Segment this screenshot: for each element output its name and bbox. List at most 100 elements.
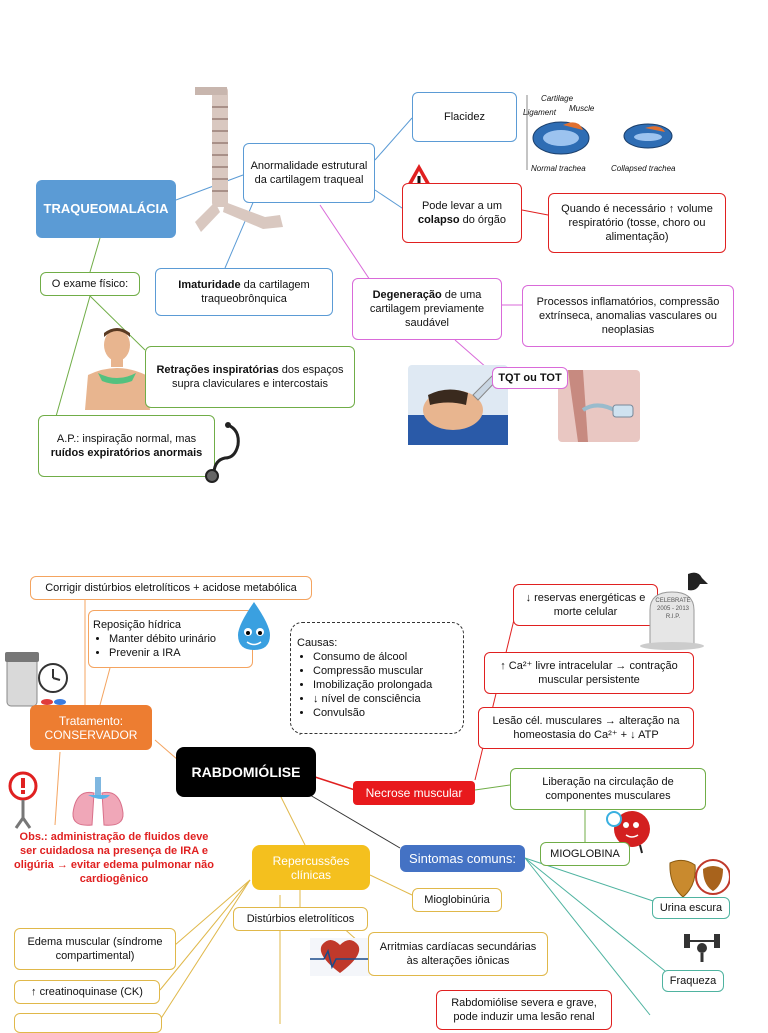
edema-text: Edema muscular (síndrome compartimental) [27,936,163,962]
stethoscope-icon [205,422,240,483]
exame-fisico-text: O exame físico: [51,278,129,290]
corrigir-node: Corrigir distúrbios eletrolíticos + acid… [30,576,312,600]
reposicao-node: Reposição hídrica Manter débito urinário… [88,610,253,668]
colapso-pre: Pode levar a um [421,200,503,212]
causa-item: Consumo de álcool [313,650,432,664]
tqt-text: TQT ou TOT [498,372,562,384]
colapso-bold: colapso [417,214,460,226]
weakness-icon [684,934,720,962]
degeneracao-node: Degeneração de uma cartilagem previament… [352,278,502,340]
tracheostomy-icon [568,370,634,442]
reposicao-list: Manter débito urinário Prevenir a IRA [93,632,216,660]
ca-livre-text: ↑ Ca²⁺ livre intracelular → contração mu… [500,660,678,686]
imaturidade-rest: da cartilagem traqueobrônquica [201,279,310,305]
tqt-node: TQT ou TOT [492,367,568,389]
reposicao-item: Manter débito urinário [109,632,216,646]
imaturidade-bold: Imaturidade [178,279,241,291]
ap-node: A.P.: inspiração normal, mas ruídos expi… [38,415,215,477]
degeneracao-text: Degeneração de uma cartilagem previament… [357,288,497,330]
flacidez-text: Flacidez [444,111,485,123]
causas-list: Consumo de álcool Compressão muscular Im… [297,650,432,720]
mioglobinuria-node: Mioglobinúria [412,888,502,912]
fraqueza-text: Fraqueza [669,975,717,987]
volume-node: Quando é necessário ↑ volume respiratóri… [548,193,726,253]
ck-node: ↑ creatinoquinase (CK) [14,980,160,1004]
trachea-cross-section-image: Cartilage Muscle Ligament Normal trachea… [523,90,693,175]
liberacao-text: Liberação na circulação de componentes m… [542,776,674,802]
processos-node: Processos inflamatórios, compressão extr… [522,285,734,347]
imaturidade-node: Imaturidade da cartilagem traqueobrônqui… [155,268,333,316]
ap-text: A.P.: inspiração normal, mas ruídos expi… [43,432,210,460]
liberacao-node: Liberação na circulação de componentes m… [510,768,706,810]
ck-text: ↑ creatinoquinase (CK) [31,986,143,998]
sintomas-node: Sintomas comuns: [400,845,525,872]
ca-livre-node: ↑ Ca²⁺ livre intracelular → contração mu… [484,652,694,694]
tratamento-node: Tratamento: CONSERVADOR [30,705,152,750]
tombstone-text: CELEBRATE 2005 - 2013 R.I.P. [655,598,691,620]
necrose-text: Necrose muscular [365,786,463,800]
reposicao-title: Reposição hídrica [93,619,182,631]
alert-figure-icon [8,771,38,829]
patient-illustration [85,328,150,410]
collapsed-trachea-label: Collapsed trachea [611,164,676,173]
trachea-illustration [195,87,283,232]
colapso-node: Pode levar a um colapso do órgão [402,183,522,243]
normal-trachea-label: Normal trachea [531,164,586,173]
rabdomiolise-title: RABDOMIÓLISE [191,764,301,780]
rabdomiolise-node: RABDOMIÓLISE [176,747,316,797]
severa-text: Rabdomiólise severa e grave, pode induzi… [451,997,597,1023]
arritmias-text: Arritmias cardíacas secundárias às alter… [379,941,537,967]
retracoes-text: Retrações inspiratórias dos espaços supr… [150,363,350,391]
exame-fisico-node: O exame físico: [40,272,140,296]
tracheostomy-image [558,370,640,442]
repercussoes-text: Repercussões clínicas [272,853,350,882]
flacidez-node: Flacidez [412,92,517,142]
obs-text: Obs.: administração de fluidos deve ser … [14,831,214,885]
anormalidade-text: Anormalidade estrutural da cartilagem tr… [250,160,368,186]
disturbios-text: Distúrbios eletrolíticos [246,913,355,925]
tratamento-text: Tratamento: CONSERVADOR [44,713,138,742]
anormalidade-node: Anormalidade estrutural da cartilagem tr… [243,143,375,203]
degeneracao-bold: Degeneração [372,289,442,301]
causa-item: Imobilização prolongada [313,678,432,692]
degeneracao-rest: de uma cartilagem previamente saudável [369,289,485,329]
necrose-node: Necrose muscular [353,781,475,805]
fraqueza-node: Fraqueza [662,970,724,992]
causas-node: Causas: Consumo de álcool Compressão mus… [290,622,464,734]
mioglobinuria-text: Mioglobinúria [424,894,490,906]
traqueomalacia-node: TRAQUEOMALÁCIA [36,180,176,238]
urina-node: Urina escura [652,897,730,919]
retracoes-rest: dos espaços supra claviculares e interco… [172,364,344,390]
muscle-label: Muscle [569,104,595,113]
colapso-text: Pode levar a um colapso do órgão [407,199,517,227]
colapso-post: do órgão [459,214,507,226]
causa-item: Convulsão [313,706,432,720]
corrigir-text: Corrigir distúrbios eletrolíticos + acid… [45,582,297,594]
processos-text: Processos inflamatórios, compressão extr… [536,296,720,336]
water-drop-icon [238,602,270,650]
causas-title: Causas: [297,637,338,649]
cartilage-label: Cartilage [541,94,574,103]
myoglobin-mascot-icon [606,811,650,854]
urina-text: Urina escura [659,902,723,914]
reposicao-item: Prevenir a IRA [109,646,216,660]
ap-pre: A.P.: inspiração normal, mas [56,433,197,445]
edema-node: Edema muscular (síndrome compartimental) [14,928,176,970]
lesao-node: Lesão cél. musculares → alteração na hom… [478,707,694,749]
reservas-node: ↓ reservas energéticas e morte celular [513,584,658,626]
imaturidade-text: Imaturidade da cartilagem traqueobrônqui… [160,278,328,306]
intubation-photo [408,365,508,445]
reservas-text: ↓ reservas energéticas e morte celular [525,592,646,618]
tombstone-icon [640,572,708,650]
arritmias-node: Arritmias cardíacas secundárias às alter… [368,932,548,976]
retracoes-node: Retrações inspiratórias dos espaços supr… [145,346,355,408]
retracoes-bold: Retrações inspiratórias [156,364,279,376]
volume-text: Quando é necessário ↑ volume respiratóri… [561,203,713,243]
sintomas-text: Sintomas comuns: [409,850,516,866]
lungs-icon [72,777,124,826]
trachea-rings-icon [526,95,673,170]
repercussoes-node: Repercussões clínicas [252,845,370,890]
causa-item: Compressão muscular [313,664,432,678]
mioglobina-text: MIOGLOBINA [550,848,620,860]
patient-intubated-icon [408,374,508,445]
